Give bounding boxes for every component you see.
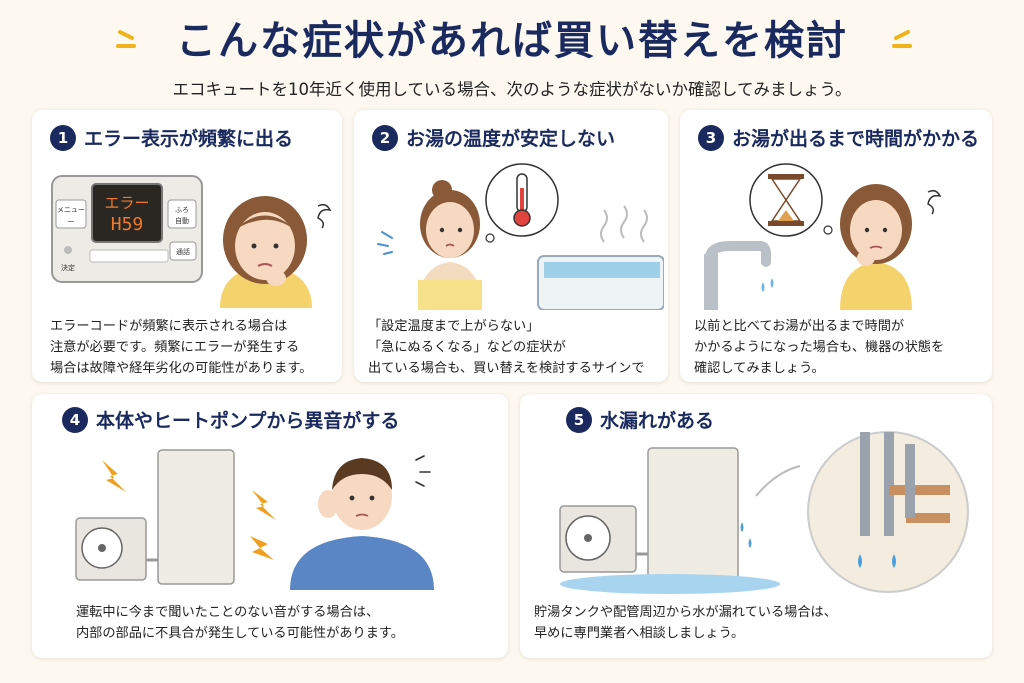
card-number-badge: 2: [372, 124, 398, 151]
noisy-heatpump-illustration: [75, 449, 434, 590]
shivering-woman-illustration: [377, 180, 482, 310]
card-text-line: 貯湯タンクや配管周辺から水が漏れている場合は、: [534, 605, 837, 620]
card-text-line: 運転中に今まで聞いたことのない音がする場合は、: [76, 605, 380, 620]
right-accent-marks-icon: [892, 30, 912, 48]
remote-btn-auto: 自動: [175, 216, 189, 225]
remote-btn-call: 通話: [176, 247, 190, 256]
card-number-badge: 3: [698, 124, 724, 151]
card-text-line: 注意が必要です。頻繁にエラーが発生する: [50, 340, 300, 355]
card-header: 5 水漏れがある: [566, 406, 714, 433]
remote-screen-line2: H59: [111, 214, 144, 235]
card-title: お湯が出るまで時間がかかる: [732, 128, 980, 150]
worried-woman-illustration: [220, 196, 332, 308]
card-temperature-unstable: 2 お湯の温度が安定しない 「設定温度まで上がらない」 「急にぬるくなる」な: [354, 110, 668, 382]
bath-illustration: [377, 163, 664, 310]
card-number-badge: 4: [62, 406, 88, 433]
card-abnormal-noise: 4 本体やヒートポンプから異音がする 運転中に今まで聞いたことのない音がする場合…: [32, 394, 508, 658]
card-text-line: 早めに専門業者へ相談しましょう。: [534, 626, 745, 641]
thinking-woman-illustration: [840, 184, 942, 310]
card-number-badge: 5: [566, 406, 592, 433]
card-header: 4 本体やヒートポンプから異音がする: [62, 406, 399, 433]
card-text-line: 内部の部品に不具合が発生している可能性があります。: [76, 626, 404, 641]
page-subtitle: エコキュートを10年近く使用している場合、次のような症状がないか確認してみましょ…: [172, 80, 852, 99]
card-title: 本体やヒートポンプから異音がする: [96, 410, 400, 432]
page-title: こんな症状があれば買い替えを検討: [176, 18, 848, 64]
card-text-line: 場合は故障や経年劣化の可能性があります。: [50, 361, 313, 376]
card-title: お湯の温度が安定しない: [406, 128, 616, 150]
card-text-line: エラーコードが頻繁に表示される場合は: [50, 319, 288, 334]
card-error-display: 1 エラー表示が頻繁に出る エラー H59 メニュー ー ふろ 自動 決定 通話: [32, 110, 342, 382]
card-text-line: 以前と比べてお湯が出るまで時間が: [694, 319, 905, 334]
water-leak-illustration: [559, 431, 969, 594]
card-text-line: 確認してみましょう。: [694, 361, 825, 376]
card-title: 水漏れがある: [600, 410, 715, 432]
card-water-leak: 5 水漏れがある 貯湯タンクや配管周辺から水が漏れている場合は、 早めに専門業者…: [520, 394, 992, 658]
listening-man-illustration: [290, 455, 434, 590]
card-number-badge: 1: [50, 124, 76, 151]
card-text-line: 出ている場合も、買い替えを検討するサインです。: [368, 361, 645, 376]
remote-screen-line1: エラー: [104, 194, 149, 212]
remote-btn-menu: メニュー: [57, 206, 85, 214]
remote-btn-bath: ふろ: [175, 206, 189, 214]
faucet-hourglass-illustration: [704, 163, 942, 310]
card-header: 1 エラー表示が頻繁に出る: [50, 124, 293, 151]
remote-btn-decide: 決定: [61, 263, 75, 272]
card-header: 3 お湯が出るまで時間がかかる: [698, 124, 979, 151]
left-accent-marks-icon: [116, 30, 136, 48]
card-text-line: 「設定温度まで上がらない」: [368, 319, 540, 334]
card-text-line: かかるようになった場合も、機器の状態を: [694, 340, 945, 355]
card-text-line: 「急にぬるくなる」などの症状が: [368, 340, 566, 355]
remote-btn-menu-dash: ー: [68, 218, 75, 226]
card-title: エラー表示が頻繁に出る: [84, 128, 294, 150]
card-slow-hot-water: 3 お湯が出るまで時間がかかる 以前と比べてお湯が出るまで時間が かかるようにな…: [680, 110, 992, 382]
remote-controller-illustration: エラー H59 メニュー ー ふろ 自動 決定 通話: [51, 175, 332, 308]
card-header: 2 お湯の温度が安定しない: [372, 124, 615, 151]
